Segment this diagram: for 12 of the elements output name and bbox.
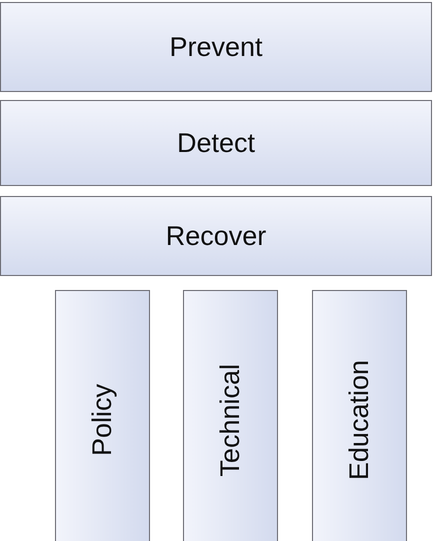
pillar-box — [55, 290, 150, 541]
pillar-box — [312, 290, 407, 541]
layer-band — [0, 2, 432, 92]
pillar-label: Policy — [87, 384, 118, 456]
pillar-label: Education — [344, 360, 375, 480]
layer-label: Prevent — [169, 32, 263, 62]
layer-band — [0, 196, 432, 276]
pillar-box — [183, 290, 278, 541]
layer-label: Detect — [176, 128, 256, 158]
pillar-label: Technical — [215, 364, 246, 476]
layer-band — [0, 100, 432, 186]
layer-label: Recover — [166, 220, 266, 252]
